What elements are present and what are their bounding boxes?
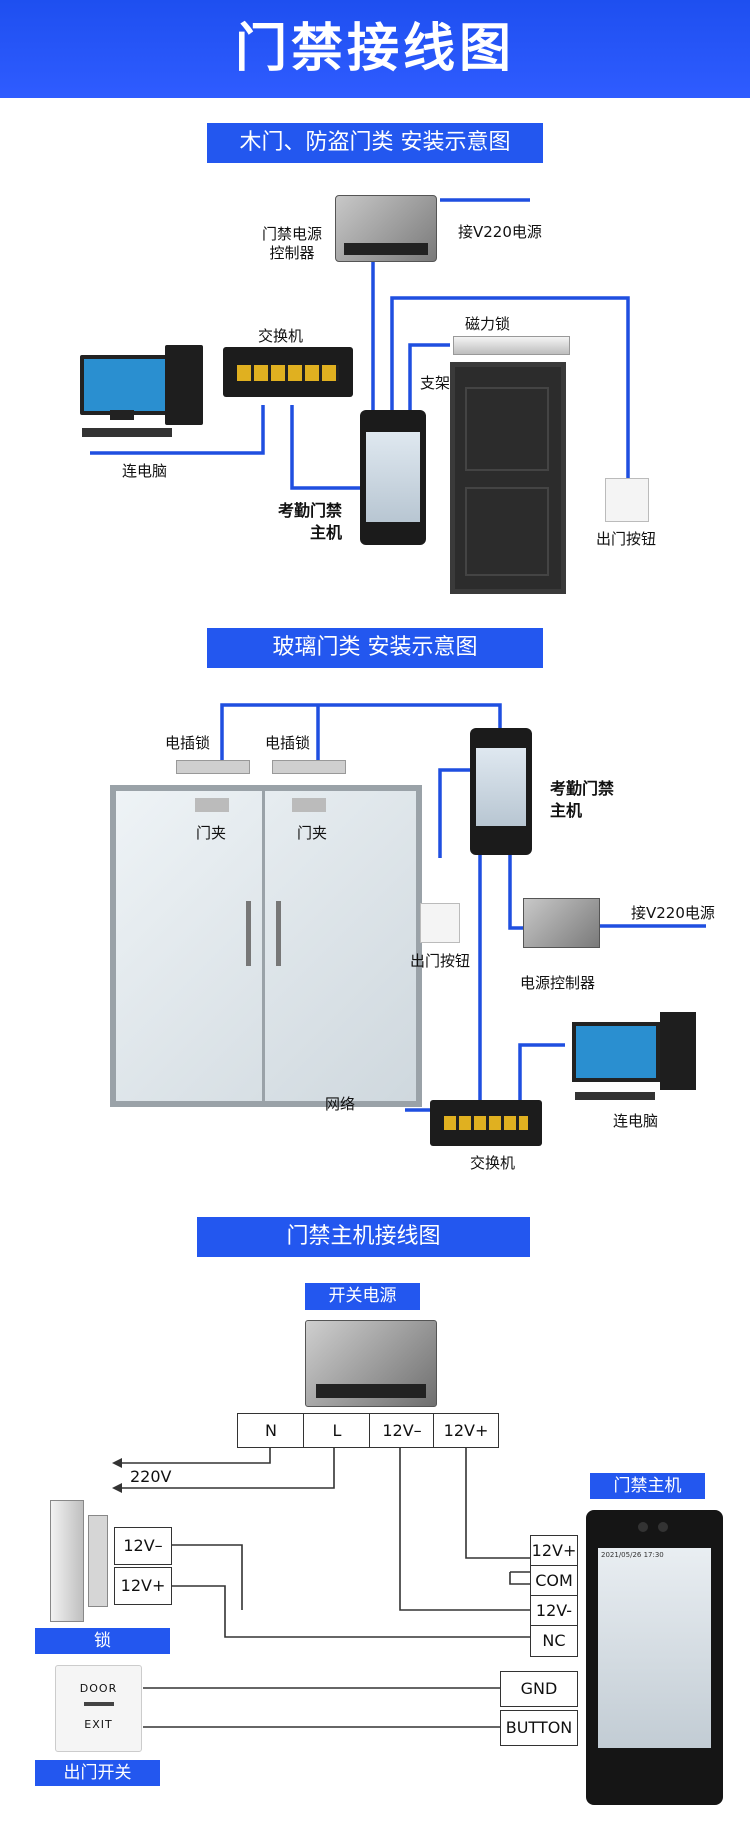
host-terminal-gnd: GND xyxy=(500,1671,578,1707)
electric-lock-right xyxy=(272,760,346,774)
arrow-l xyxy=(112,1483,122,1493)
label-magnetic-lock: 磁力锁 xyxy=(465,315,511,333)
wire-locks-terminal xyxy=(220,703,502,765)
label-terminal: 考勤门禁 主机 xyxy=(278,501,343,542)
wire-switch-computer xyxy=(518,1043,565,1100)
host-label: 门禁主机 xyxy=(590,1473,705,1499)
monitor-2 xyxy=(572,1022,660,1082)
label-terminal-2: 考勤门禁 主机 xyxy=(550,779,615,820)
label-network: 网络 xyxy=(325,1095,356,1113)
switching-psu-device xyxy=(305,1320,437,1407)
switch-device-2 xyxy=(430,1100,542,1146)
glass-door xyxy=(110,785,422,1107)
wire-lock-neg xyxy=(143,1544,243,1610)
terminal-device xyxy=(360,410,426,545)
wire-n xyxy=(118,1446,271,1464)
section1-title: 木门、防盗门类 安装示意图 xyxy=(207,123,543,163)
power-controller-device-2 xyxy=(523,898,600,948)
arrow-n xyxy=(112,1458,122,1468)
label-bracket: 支架 xyxy=(420,374,451,392)
label-mains: 接V220电源 xyxy=(458,223,542,241)
host-terminal-12v-pos: 12V+ xyxy=(530,1535,578,1567)
label-switch-2: 交换机 xyxy=(470,1154,516,1172)
exit-button-device-2 xyxy=(420,903,460,943)
wire-computer xyxy=(90,405,265,455)
monitor xyxy=(80,355,170,415)
label-clamp-left: 门夹 xyxy=(196,824,227,842)
exit-switch-label: 出门开关 xyxy=(35,1760,160,1786)
wooden-door xyxy=(450,362,566,594)
door-clamp-left xyxy=(195,798,229,812)
electric-lock-left xyxy=(176,760,250,774)
host-terminal-12v-neg: 12V- xyxy=(530,1595,578,1627)
wire-12vpos xyxy=(465,1446,530,1559)
host-terminal-nc: NC xyxy=(530,1625,578,1657)
lock-terminal-pos: 12V+ xyxy=(114,1567,172,1605)
door-clamp-right xyxy=(292,798,326,812)
magnetic-lock-device xyxy=(453,336,570,355)
host-device: 2021/05/26 17:30 xyxy=(586,1510,723,1805)
section2-title: 玻璃门类 安装示意图 xyxy=(207,628,543,668)
label-exit-button: 出门按钮 xyxy=(596,530,657,548)
label-exit-button-2: 出门按钮 xyxy=(410,952,471,970)
wire-terminal xyxy=(290,405,360,490)
label-computer-2: 连电脑 xyxy=(613,1112,659,1130)
terminal-device-2 xyxy=(470,728,532,855)
psu-terminal-n: N xyxy=(237,1413,305,1448)
label-switch: 交换机 xyxy=(258,327,304,345)
psu-terminal-l: L xyxy=(303,1413,371,1448)
pc-tower xyxy=(165,345,203,425)
wire-com-bridge xyxy=(509,1571,530,1585)
wire-exit-button xyxy=(390,296,630,488)
exit-switch-door-text: DOOR xyxy=(79,1682,118,1695)
wire-lock-pos xyxy=(143,1585,530,1638)
psu-label: 开关电源 xyxy=(305,1283,420,1310)
keyboard xyxy=(82,428,172,437)
voltage-label: 220V xyxy=(130,1467,172,1486)
label-power-controller-2: 电源控制器 xyxy=(520,974,596,992)
lock-device xyxy=(50,1500,84,1622)
switch-device xyxy=(223,347,353,397)
label-lock-left: 电插锁 xyxy=(165,734,211,752)
exit-button-device xyxy=(605,478,649,522)
wire-l xyxy=(118,1446,335,1489)
wire-lock xyxy=(408,343,450,420)
power-controller-device xyxy=(335,195,437,262)
psu-terminal-12v-neg: 12V– xyxy=(369,1413,435,1448)
exit-switch-exit-text: EXIT xyxy=(84,1718,113,1731)
page-header: 门禁接线图 xyxy=(0,0,750,98)
section3-title: 门禁主机接线图 xyxy=(197,1217,530,1257)
label-clamp-right: 门夹 xyxy=(297,824,328,842)
exit-switch-device: DOOR EXIT xyxy=(55,1665,142,1752)
label-mains-2: 接V220电源 xyxy=(631,904,715,922)
lock-label: 锁 xyxy=(35,1628,170,1654)
lock-plate xyxy=(88,1515,108,1607)
label-lock-right: 电插锁 xyxy=(265,734,311,752)
page-title: 门禁接线图 xyxy=(234,19,515,79)
label-power-controller: 门禁电源 控制器 xyxy=(262,225,323,262)
host-terminal-com: COM xyxy=(530,1565,578,1597)
wire-12vneg xyxy=(399,1446,530,1611)
wire-switch-terminal xyxy=(465,855,482,1112)
keyboard-2 xyxy=(575,1092,655,1100)
lock-terminal-neg: 12V– xyxy=(114,1527,172,1565)
host-screen-time: 2021/05/26 17:30 xyxy=(601,1551,664,1559)
monitor-stand xyxy=(110,410,134,420)
psu-terminal-12v-pos: 12V+ xyxy=(433,1413,499,1448)
wire-exit-terminal xyxy=(438,768,470,858)
host-terminal-button: BUTTON xyxy=(500,1710,578,1746)
pc-tower-2 xyxy=(660,1012,696,1090)
label-computer: 连电脑 xyxy=(122,462,168,480)
